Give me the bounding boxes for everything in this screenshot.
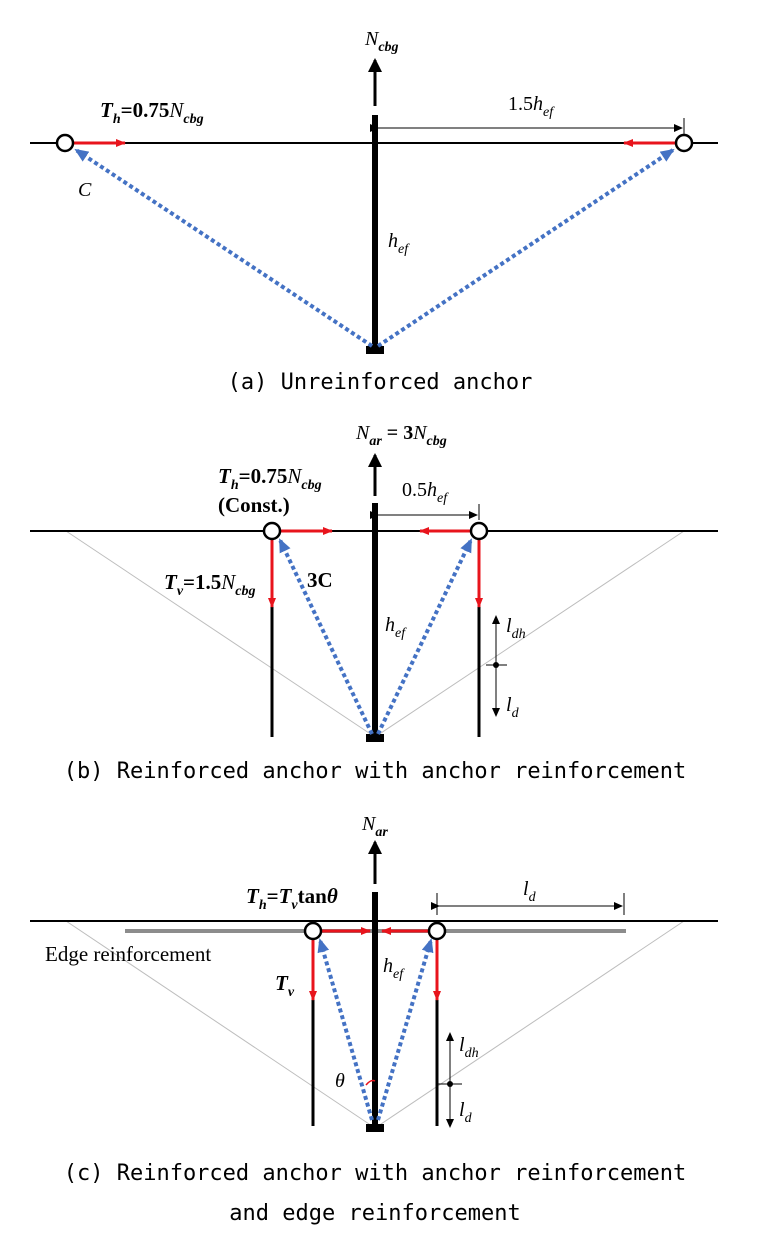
ldh-label-c: ldh xyxy=(459,1034,479,1061)
caption-a: (a) Unreinforced anchor xyxy=(228,370,533,395)
panel-a: Ncbg Th=0.75Ncbg 1.5hef C hef (a) Unrein… xyxy=(30,28,718,395)
node-right-c xyxy=(427,921,447,941)
theta-arc xyxy=(365,1079,376,1086)
strut-left-a xyxy=(74,148,374,348)
strut-label-a: C xyxy=(78,179,92,201)
ld-label-c: ld xyxy=(459,1099,473,1126)
strut-label-b: 3C xyxy=(307,568,333,592)
node-left-c xyxy=(303,921,323,941)
caption-b: (b) Reinforced anchor with anchor reinfo… xyxy=(64,759,687,784)
top-force-label-c: Nar xyxy=(361,813,388,840)
strut-left-b xyxy=(278,538,374,735)
th-label-c: Th=Tvtanθ xyxy=(246,884,338,913)
panel-b: Nar = 3Ncbg Th=0.75Ncbg (Const.) Tv=1.5N… xyxy=(30,422,718,784)
theta-label-c: θ xyxy=(335,1070,345,1092)
panel-c: Nar Th=Tvtanθ Edge reinforcement Tv hef … xyxy=(30,813,718,1226)
node-left-a xyxy=(55,133,75,153)
anchor-head-a xyxy=(366,346,384,354)
depth-label-b: hef xyxy=(385,614,407,641)
ldh-label-b: ldh xyxy=(506,615,526,642)
top-force-label-a: Ncbg xyxy=(364,28,399,55)
const-label-b: (Const.) xyxy=(218,493,290,517)
tv-label-b: Tv=1.5Ncbg xyxy=(164,570,256,599)
strut-left-c xyxy=(317,938,374,1121)
strut-right-b xyxy=(376,538,473,735)
th-label-b: Th=0.75Ncbg xyxy=(218,464,322,493)
anchor-head-c xyxy=(366,1124,384,1132)
ld-top-label-c: ld xyxy=(523,878,537,905)
anchor-head-b xyxy=(366,734,384,742)
depth-label-c: hef xyxy=(383,955,405,982)
depth-label-a: hef xyxy=(388,230,410,257)
th-label-a: Th=0.75Ncbg xyxy=(100,98,204,127)
top-force-label-b: Nar = 3Ncbg xyxy=(355,422,447,449)
spacing-label-b: 0.5hef xyxy=(402,479,449,506)
node-right-a xyxy=(674,133,694,153)
edge-reinforcement-label: Edge reinforcement xyxy=(45,942,211,966)
strut-right-c xyxy=(376,938,434,1121)
strut-right-a xyxy=(376,148,675,348)
node-right-b xyxy=(469,521,489,541)
node-left-b xyxy=(262,521,282,541)
spacing-label-a: 1.5hef xyxy=(508,93,555,120)
tv-label-c: Tv xyxy=(275,971,295,1000)
caption-c-line2: and edge reinforcement xyxy=(229,1201,520,1226)
ld-label-b: ld xyxy=(506,694,520,721)
caption-c-line1: (c) Reinforced anchor with anchor reinfo… xyxy=(64,1161,687,1186)
